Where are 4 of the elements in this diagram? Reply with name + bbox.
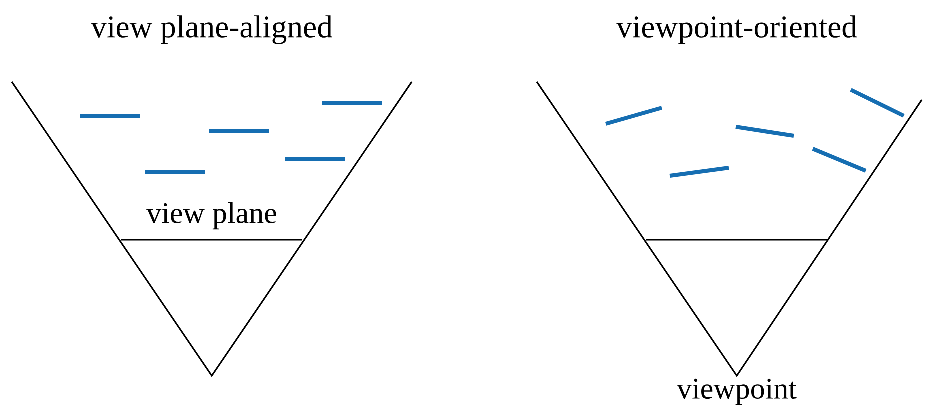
heading: view plane-aligned (91, 16, 333, 44)
viewpoint-label: viewpoint (677, 378, 797, 406)
view-plane-label: view plane (146, 202, 276, 230)
heading: viewpoint-oriented (616, 16, 858, 44)
